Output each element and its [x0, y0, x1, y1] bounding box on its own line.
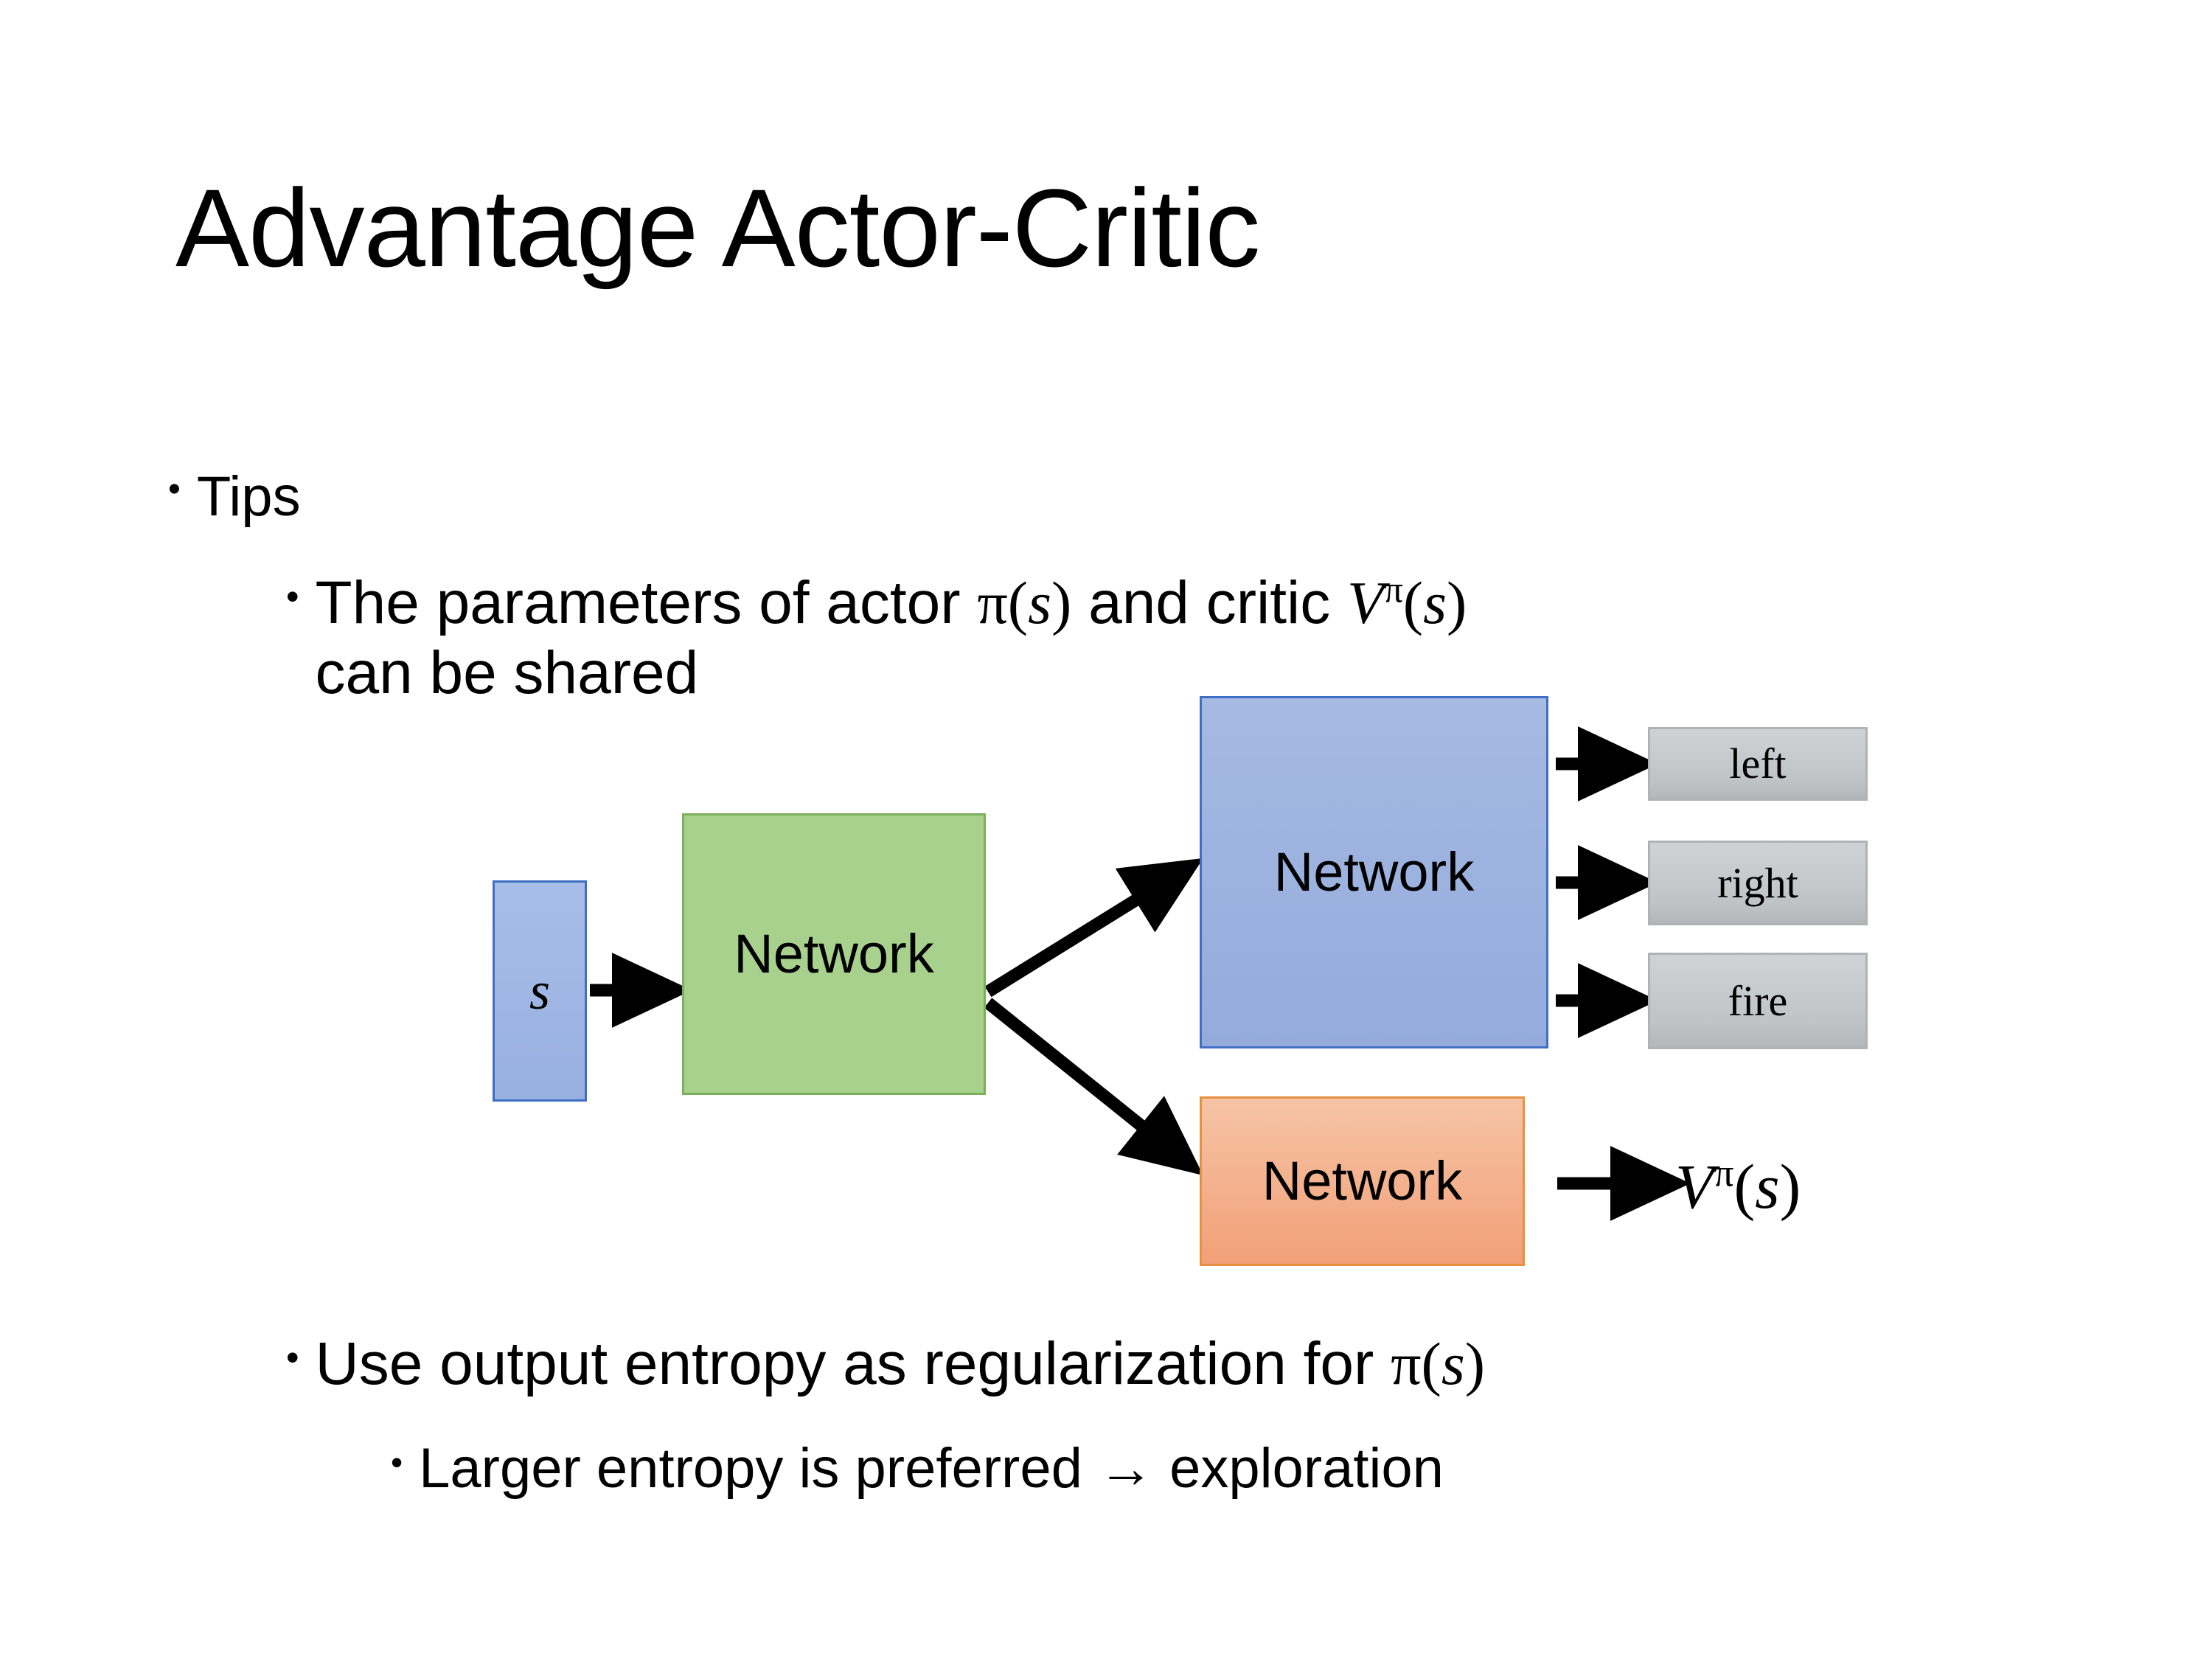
bullet-larger-entropy: • Larger entropy is preferred → explorat… [391, 1436, 2087, 1501]
bullet-entropy-prefix: Use output entropy as regularization for [315, 1330, 1391, 1397]
critic-value-base: V [1675, 1151, 1714, 1222]
action-output-fire[interactable]: fire [1648, 953, 1868, 1049]
action-output-right-label: right [1717, 858, 1798, 907]
bullet-parameters-shared: • The parameters of actor π(s) and criti… [286, 568, 2115, 708]
shared-network-box[interactable]: Network [682, 813, 986, 1095]
bullet-tips: • Tips [168, 465, 301, 529]
math-pi-of-s: π(s) [977, 569, 1072, 636]
math-pi-of-s: π(s) [1391, 1330, 1486, 1397]
bullet-parameters-middle: and critic [1071, 569, 1347, 636]
critic-value-output: Vπ(s) [1675, 1153, 1801, 1218]
actor-network-label: Network [1273, 841, 1475, 902]
math-v-pi-of-s: Vπ(s) [1347, 568, 1467, 636]
critic-value-argument: (s) [1733, 1151, 1801, 1222]
bullet-larger-label: Larger entropy is preferred → exploratio… [419, 1437, 1444, 1500]
bullet-marker: • [391, 1443, 403, 1481]
bullet-entropy-text: Use output entropy as regularization for… [316, 1329, 2056, 1399]
page-title: Advantage Actor-Critic [175, 166, 1260, 290]
arrow-shared-to-actor [984, 858, 1204, 998]
arrow-shared-to-critic [984, 998, 1203, 1176]
bullet-tips-label: Tips [196, 465, 301, 528]
bullet-parameters-line2: can be shared [315, 639, 699, 707]
action-output-left-label: left [1729, 740, 1787, 787]
action-output-fire-label: fire [1728, 976, 1788, 1025]
action-output-left[interactable]: left [1648, 727, 1868, 801]
bullet-marker: • [286, 1337, 299, 1378]
action-output-right[interactable]: right [1648, 841, 1868, 925]
shared-network-label: Network [734, 923, 934, 984]
bullet-entropy-regularization: • Use output entropy as regularization f… [286, 1329, 2056, 1399]
critic-value-superscript: π [1714, 1150, 1734, 1195]
bullet-marker: • [168, 470, 181, 509]
actor-network-box[interactable]: Network [1200, 696, 1548, 1048]
bullet-parameters-text: The parameters of actor π(s) and critic … [316, 568, 2115, 708]
state-input-box[interactable]: s [493, 880, 587, 1102]
bullet-parameters-prefix: The parameters of actor [315, 569, 978, 636]
critic-network-label: Network [1262, 1150, 1463, 1211]
critic-network-box[interactable]: Network [1200, 1096, 1525, 1266]
bullet-marker: • [286, 576, 299, 617]
state-label: s [529, 961, 551, 1020]
